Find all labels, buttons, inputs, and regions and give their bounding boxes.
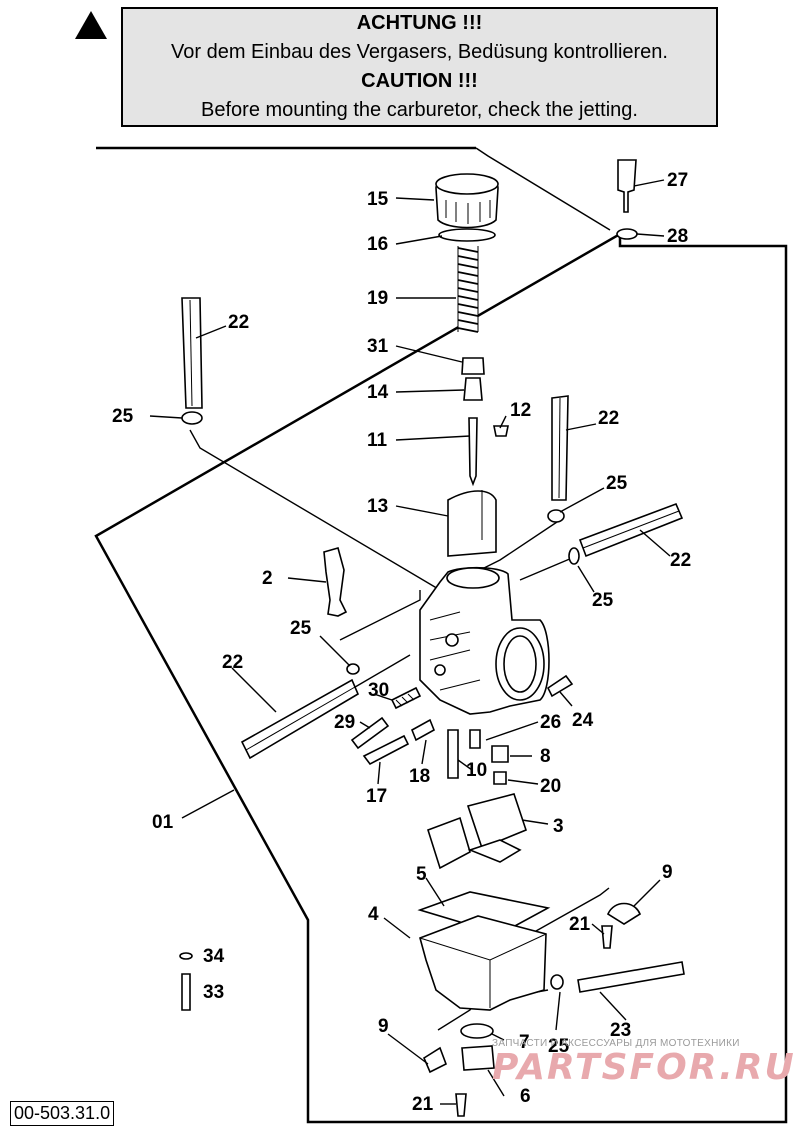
part-label-34: 34 bbox=[203, 946, 225, 967]
part-label-01: 01 bbox=[152, 812, 174, 833]
part-label-22d: 22 bbox=[222, 652, 243, 673]
assembly-outline bbox=[94, 146, 788, 1124]
part-17-screw bbox=[362, 734, 410, 766]
part-label-25e: 25 bbox=[548, 1036, 570, 1057]
part-label-19: 19 bbox=[367, 288, 388, 309]
part-label-21b: 21 bbox=[412, 1094, 434, 1115]
part-15-cap bbox=[435, 173, 499, 229]
part-label-9a: 9 bbox=[662, 862, 673, 883]
part-label-26: 26 bbox=[540, 712, 561, 733]
part-9-plug-a bbox=[606, 902, 642, 925]
part-label-30: 30 bbox=[368, 680, 389, 701]
part-label-25d: 25 bbox=[290, 618, 312, 639]
part-19-spring bbox=[457, 246, 479, 333]
part-label-31: 31 bbox=[367, 336, 389, 357]
part-label-14: 14 bbox=[367, 382, 389, 403]
part-22-hose-a bbox=[181, 297, 203, 409]
part-29-screw bbox=[350, 716, 390, 750]
part-33-pin bbox=[181, 973, 191, 1011]
part-6-drain-plug bbox=[461, 1045, 495, 1071]
part-label-6: 6 bbox=[520, 1086, 531, 1107]
part-20-jet bbox=[493, 771, 507, 785]
part-label-15: 15 bbox=[367, 189, 389, 210]
part-25-clamp-b bbox=[547, 509, 565, 523]
warning-triangle-icon bbox=[75, 11, 107, 39]
part-4-float-bowl bbox=[419, 915, 547, 1011]
part-label-7: 7 bbox=[519, 1032, 530, 1053]
part-label-11: 11 bbox=[367, 430, 388, 451]
part-label-25c: 25 bbox=[592, 590, 614, 611]
part-26-jet bbox=[469, 729, 481, 749]
part-label-8: 8 bbox=[540, 746, 551, 767]
part-label-5: 5 bbox=[416, 864, 427, 885]
part-label-10: 10 bbox=[466, 760, 487, 781]
part-16-gasket bbox=[438, 228, 496, 242]
part-8-jet bbox=[491, 745, 509, 763]
part-27-screw bbox=[617, 159, 637, 213]
caution-title-en: CAUTION !!! bbox=[361, 70, 478, 92]
part-label-24: 24 bbox=[572, 710, 594, 731]
part-2-adjust-screw bbox=[323, 547, 348, 617]
part-10-jet bbox=[447, 729, 459, 779]
part-3-float bbox=[427, 793, 527, 870]
part-label-25b: 25 bbox=[606, 473, 628, 494]
part-label-3: 3 bbox=[553, 816, 564, 837]
part-21-screw-b bbox=[455, 1093, 467, 1117]
part-label-9b: 9 bbox=[378, 1016, 389, 1037]
diagram-reference-number: 00-503.31.0 bbox=[10, 1101, 115, 1126]
part-label-25a: 25 bbox=[112, 406, 134, 427]
caution-title-de: ACHTUNG !!! bbox=[356, 12, 483, 34]
part-label-29: 29 bbox=[334, 712, 355, 733]
part-label-22c: 22 bbox=[670, 550, 691, 571]
part-25-clamp-e bbox=[550, 974, 564, 990]
part-label-12: 12 bbox=[510, 400, 531, 421]
part-label-21a: 21 bbox=[569, 914, 591, 935]
part-label-28: 28 bbox=[667, 226, 688, 247]
part-label-13: 13 bbox=[367, 496, 388, 517]
part-21-screw-a bbox=[601, 925, 613, 949]
part-11-needle bbox=[468, 417, 478, 487]
part-label-27: 27 bbox=[667, 170, 688, 191]
part-label-22a: 22 bbox=[228, 312, 249, 333]
part-30-spring bbox=[390, 686, 422, 710]
caution-text-en: Before mounting the carburetor, check th… bbox=[201, 99, 638, 121]
part-14-clip-holder bbox=[463, 377, 483, 401]
part-label-33: 33 bbox=[203, 982, 224, 1003]
caution-text-de: Vor dem Einbau des Vergasers, Bedüsung k… bbox=[171, 41, 668, 63]
part-34-o-ring bbox=[179, 952, 193, 960]
part-28-washer bbox=[616, 228, 638, 240]
part-23-tube bbox=[577, 961, 685, 993]
part-label-23: 23 bbox=[610, 1020, 631, 1041]
part-label-4: 4 bbox=[368, 904, 379, 925]
part-label-20: 20 bbox=[540, 776, 561, 797]
part-label-18: 18 bbox=[409, 766, 430, 787]
part-25-clamp-d bbox=[346, 663, 360, 675]
part-25-clamp-a bbox=[181, 411, 203, 425]
part-label-17: 17 bbox=[366, 786, 387, 807]
part-13-slide bbox=[447, 490, 497, 557]
part-label-2: 2 bbox=[262, 568, 273, 589]
carburetor-body bbox=[419, 566, 550, 715]
part-31-seat bbox=[461, 357, 485, 375]
part-25-clamp-c bbox=[568, 547, 580, 565]
part-7-o-ring bbox=[460, 1023, 494, 1039]
part-12-clip bbox=[493, 425, 509, 437]
part-18-spring bbox=[410, 718, 436, 742]
caution-notice: ACHTUNG !!! Vor dem Einbau des Vergasers… bbox=[121, 7, 718, 127]
part-24-tube bbox=[546, 674, 574, 698]
part-9-plug-b bbox=[422, 1046, 448, 1074]
part-label-22b: 22 bbox=[598, 408, 619, 429]
part-label-16: 16 bbox=[367, 234, 388, 255]
